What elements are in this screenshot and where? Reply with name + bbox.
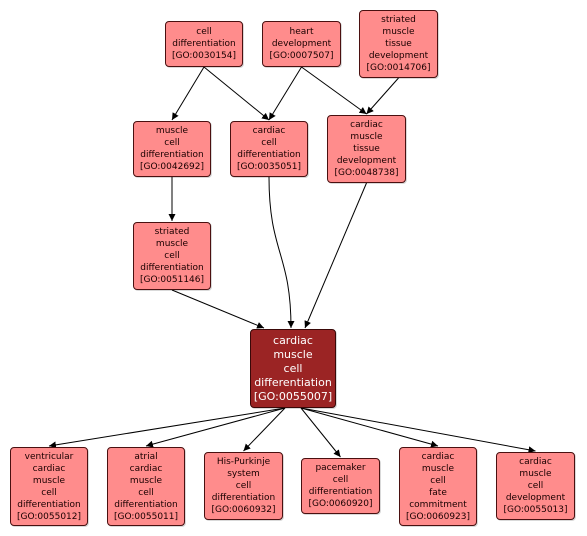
edge-n_0014706-to-n_0048738: [366, 77, 399, 115]
node-label-line: heart: [289, 27, 314, 37]
node-label-line: muscle: [519, 469, 552, 479]
node-go-0048738[interactable]: cardiac muscle tissue development [GO:004873…: [327, 115, 406, 183]
node-go-0042692[interactable]: muscle cell differentiation [GO:0042692]: [133, 121, 211, 177]
node-label-line: development: [271, 39, 332, 49]
node-label-line: [GO:0055007]: [253, 389, 333, 403]
node-label-line: cardiac: [421, 451, 455, 462]
node-label-line: cell: [283, 361, 303, 375]
node-label-line: [GO:0060932]: [211, 505, 276, 515]
node-label-line: cell: [235, 481, 252, 491]
node-go-0035051[interactable]: cardiac cell differentiation [GO:0035051]: [230, 121, 308, 177]
node-label-line: muscle: [273, 347, 313, 361]
node-label-line: [GO:0060920]: [308, 499, 373, 509]
node-label-line: [GO:0048738]: [334, 168, 399, 178]
node-go-0060932[interactable]: His-Purkinje system cell differentiation [GO…: [204, 452, 283, 520]
node-go-0060920[interactable]: pacemaker cell differentiation [GO:0060920]: [301, 458, 380, 514]
node-label-line: cell: [196, 27, 212, 37]
node-label-line: system: [227, 469, 260, 479]
node-label-line: [GO:0051146]: [139, 275, 205, 285]
edge-n_0051146-to-n_0055007: [171, 289, 265, 329]
node-label-line: ventricular: [24, 451, 74, 462]
edge-n_0055007-to-n_0060932: [243, 407, 286, 452]
node-label-line: muscle: [350, 132, 383, 142]
node-label-line: muscle: [129, 475, 163, 486]
node-label-line: differentiation: [308, 487, 373, 497]
node-label-line: muscle: [32, 475, 66, 486]
node-label-line: differentiation: [211, 493, 276, 503]
edge-n_0055007-to-n_0055011: [145, 407, 286, 448]
node-go-0051146[interactable]: striated muscle cell differentiation [GO:005…: [133, 222, 211, 290]
edge-n_0055007-to-n_0055013: [300, 407, 536, 454]
node-label-line: tissue: [353, 144, 380, 154]
node-label-line: muscle: [421, 463, 455, 474]
node-label-line: [GO:0055011]: [113, 511, 179, 522]
node-label-line: His-Purkinje: [216, 457, 271, 467]
edge-n_0055007-to-n_0060920: [300, 407, 341, 458]
node-label-line: [GO:0030154]: [171, 51, 237, 61]
node-label-line: cell: [41, 487, 57, 498]
edge-n_0035051-to-n_0055007: [268, 176, 295, 329]
edge-n_0030154-to-n_0042692: [171, 66, 205, 121]
node-label-line: cell: [261, 138, 277, 148]
node-label-line: [GO:0035051]: [236, 162, 302, 172]
node-go-0007507[interactable]: heart development [GO:0007507]: [262, 21, 341, 67]
node-label-line: development: [505, 493, 566, 503]
node-label-line: cell: [430, 475, 446, 486]
node-label-line: commitment: [409, 499, 467, 510]
node-label-line: cardiac: [350, 120, 383, 130]
node-label-line: cardiac: [273, 333, 313, 347]
node-label-line: atrial: [134, 451, 158, 462]
node-label-line: cell: [164, 251, 180, 261]
node-label-line: cardiac: [252, 126, 286, 136]
node-label-line: differentiation: [172, 39, 236, 49]
node-label-line: cardiac: [32, 463, 66, 474]
node-label-line: fate: [429, 487, 447, 498]
node-label-line: differentiation: [254, 375, 332, 389]
node-label-line: differentiation: [140, 263, 204, 273]
node-go-0014706[interactable]: striated muscle tissue development [GO:00147…: [359, 10, 438, 78]
node-label-line: cell: [527, 481, 544, 491]
node-label-line: cell: [332, 475, 349, 485]
node-label-line: differentiation: [237, 150, 301, 160]
node-label-line: cell: [164, 138, 180, 148]
node-label-line: differentiation: [114, 499, 178, 510]
node-go-0030154[interactable]: cell differentiation [GO:0030154]: [165, 21, 243, 67]
edge-n_0055007-to-n_0060923: [300, 407, 439, 448]
node-label-line: [GO:0060923]: [405, 511, 471, 522]
node-label-line: cardiac: [129, 463, 163, 474]
edge-n_0030154-to-n_0035051: [203, 66, 270, 121]
node-label-line: pacemaker: [315, 463, 366, 473]
node-label-line: development: [336, 156, 397, 166]
node-label-line: differentiation: [17, 499, 81, 510]
node-label-line: [GO:0014706]: [366, 63, 431, 73]
edge-n_0007507-to-n_0035051: [268, 66, 302, 121]
edge-n_0007507-to-n_0048738: [301, 66, 367, 115]
node-label-line: muscle: [155, 239, 189, 249]
edge-n_0048738-to-n_0055007: [304, 182, 367, 329]
node-label-line: [GO:0007507]: [269, 51, 334, 61]
node-label-line: cardiac: [519, 457, 552, 467]
node-label-line: [GO:0042692]: [139, 162, 205, 172]
edge-n_0055007-to-n_0055012: [48, 407, 286, 449]
node-go-0055013[interactable]: cardiac muscle cell development [GO:0055013]: [496, 452, 575, 520]
node-label-line: muscle: [382, 27, 415, 37]
node-label-line: striated: [381, 15, 416, 25]
node-label-line: [GO:0055013]: [503, 505, 568, 515]
node-label-line: development: [368, 51, 429, 61]
node-label-line: cell: [138, 487, 154, 498]
node-label-line: striated: [154, 227, 190, 237]
node-label-line: muscle: [155, 126, 189, 136]
node-label-line: tissue: [385, 39, 412, 49]
node-label-line: [GO:0055012]: [16, 511, 82, 522]
node-label-line: differentiation: [140, 150, 204, 160]
